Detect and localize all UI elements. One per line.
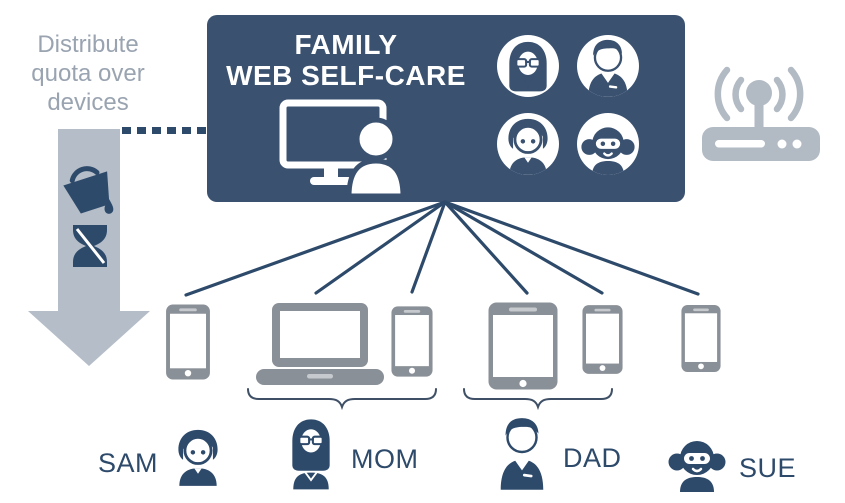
box-title-line-2: WEB SELF-CARE [226, 60, 466, 91]
line-to-sam-phone [184, 200, 447, 297]
boy-avatar-icon [497, 113, 559, 175]
boy-avatar-icon [170, 424, 226, 495]
woman-avatar-icon [283, 416, 339, 495]
mom-devices-brace [247, 388, 437, 411]
distribute-quota-label: Distribute quota over devices [8, 30, 168, 117]
box-title-line-1: FAMILY [294, 29, 398, 60]
dad-smartphone-icon [582, 305, 623, 374]
label-line-2: quota over [31, 60, 145, 87]
wifi-wave-left-inner [732, 76, 745, 113]
man-avatar-icon [577, 35, 639, 97]
family-member-mom: MOM [283, 416, 418, 495]
hourglass-icon [73, 225, 107, 267]
label-line-1: Distribute [37, 31, 139, 58]
line-to-mom-phone [410, 200, 447, 294]
sue-smartphone-icon [681, 305, 721, 372]
line-to-sue-phone [443, 200, 700, 296]
line-to-dad-phone [443, 200, 604, 295]
dad-devices-brace [463, 388, 613, 411]
dad-tablet-icon [488, 302, 558, 390]
person-name-dad: DAD [563, 443, 622, 473]
box-title: FAMILY WEB SELF-CARE [221, 29, 471, 91]
monitor-user-icon [279, 99, 406, 199]
mom-laptop-icon [256, 303, 384, 385]
line-to-dad-tablet [443, 200, 529, 295]
man-avatar-icon [493, 414, 551, 495]
woman-avatar-icon [497, 35, 559, 97]
family-avatar-grid [497, 35, 639, 175]
line-to-mom-laptop [314, 200, 447, 295]
person-name-sam: SAM [98, 448, 159, 478]
person-name-mom: MOM [351, 444, 419, 474]
person-name-sue: SUE [739, 453, 797, 483]
wifi-router-icon [702, 66, 820, 161]
sam-smartphone-icon [166, 304, 210, 380]
dotted-connector [122, 127, 286, 134]
family-web-self-care-box: FAMILY WEB SELF-CARE [207, 15, 685, 202]
label-line-3: devices [47, 89, 129, 116]
family-member-dad: DAD [493, 414, 622, 495]
wifi-wave-right-outer [787, 66, 804, 122]
family-member-sue: SUE [667, 432, 796, 497]
down-arrow [28, 129, 150, 366]
wifi-wave-left-outer [714, 66, 731, 122]
girl-avatar-icon [577, 113, 639, 175]
paint-bucket-icon [63, 166, 114, 214]
girl-avatar-icon [667, 432, 727, 497]
family-member-sam: SAM [98, 424, 226, 495]
wifi-wave-right-inner [773, 76, 786, 113]
mom-smartphone-icon [391, 306, 433, 377]
